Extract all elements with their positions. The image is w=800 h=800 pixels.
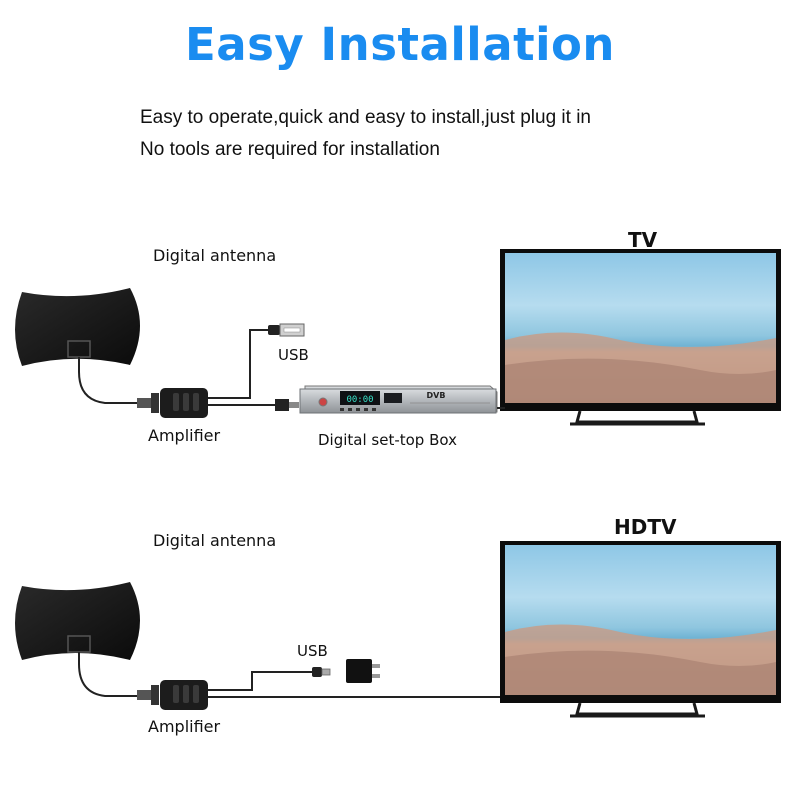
usb-label-1: USB [278,346,309,364]
setup-1: 00:00 DVB [15,249,781,426]
usb-power-adapter [346,659,380,683]
antenna-label-1: Digital antenna [153,246,277,265]
usb-label-2: USB [297,642,328,660]
hdtv-label: HDTV [614,515,677,539]
antenna-label-2: Digital antenna [153,531,277,550]
tv-label: TV [628,228,658,252]
amplifier-1 [137,388,208,418]
tv-2 [500,541,781,718]
subtitle-line-2: No tools are required for installation [140,139,440,160]
set-top-box: 00:00 DVB [299,385,498,414]
amplifier-label-1: Amplifier [148,426,221,445]
box-brand: DVB [427,391,446,400]
amplifier-label-2: Amplifier [148,717,221,736]
usb-cable-1 [208,329,268,399]
antenna-1 [15,288,140,404]
usb-plug-2 [312,667,331,677]
usb-cable-2 [208,671,312,691]
set-top-box-label: Digital set-top Box [318,431,457,449]
usb-plug-1 [268,323,305,337]
page-title: Easy Installation [185,18,615,71]
subtitle-line-1: Easy to operate,quick and easy to instal… [140,107,591,128]
antenna-2 [15,582,140,697]
tv-1 [500,249,781,426]
box-display-text: 00:00 [346,395,373,405]
amplifier-2 [137,680,208,710]
coax-connector-1 [275,399,289,411]
setup-2 [15,541,781,718]
